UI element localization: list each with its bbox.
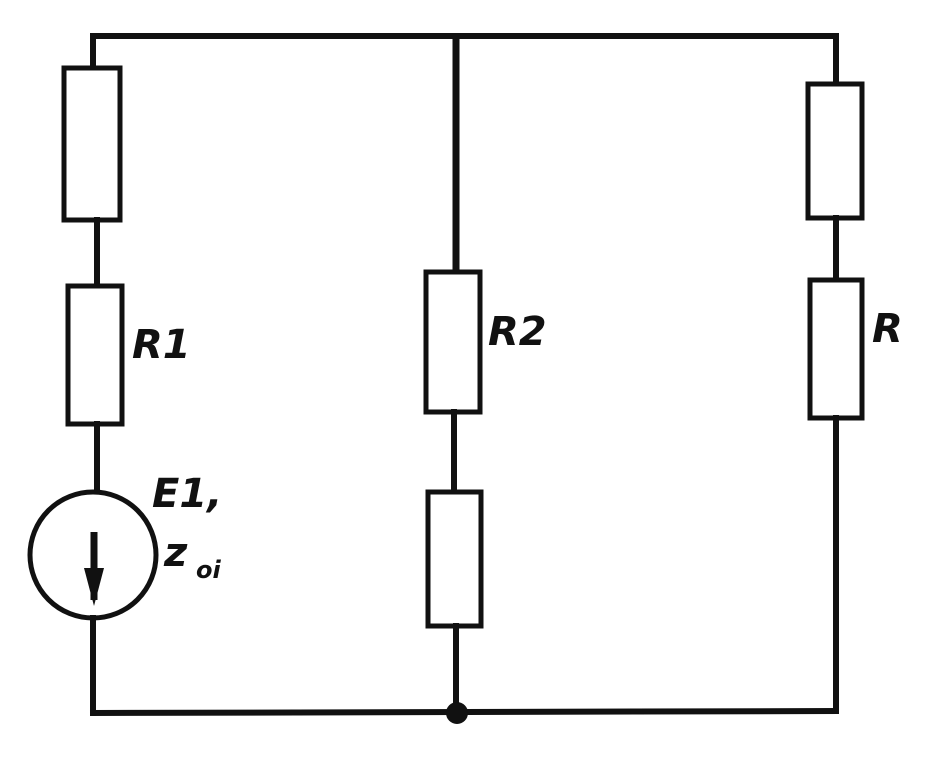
- resistor-r1: [65, 283, 125, 427]
- middle-lower-resistor: [425, 489, 484, 629]
- voltage-source-e1: [27, 489, 159, 621]
- right-branch: [805, 33, 865, 714]
- right-upper-resistor: [805, 81, 865, 221]
- middle-branch: [423, 36, 484, 724]
- left-upper-resistor: [61, 65, 123, 223]
- current-source-arrow-down-icon: [84, 532, 104, 606]
- label-r2: R2: [488, 309, 547, 355]
- label-r: R: [872, 306, 903, 352]
- label-z-subscript: oi: [196, 556, 221, 584]
- junction-dot-icon: [446, 702, 468, 724]
- left-branch: [27, 33, 159, 716]
- resistor-r: [807, 277, 865, 421]
- resistor-r2: [423, 269, 483, 415]
- label-r1: R1: [132, 322, 191, 368]
- label-z: z: [163, 530, 188, 576]
- label-e1: E1,: [152, 471, 222, 517]
